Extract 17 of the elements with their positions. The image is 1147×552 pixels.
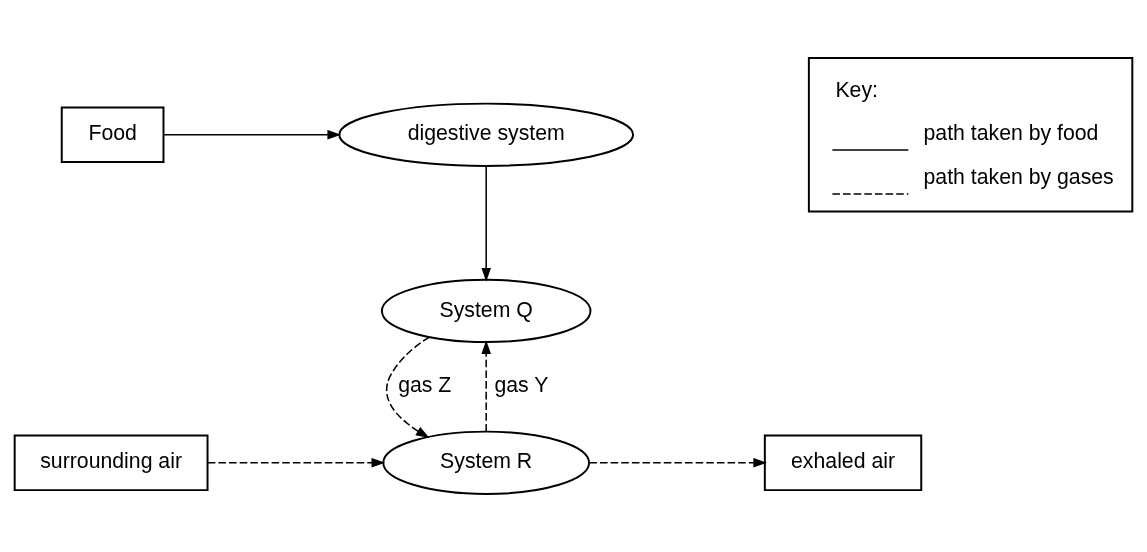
arrow — [481, 165, 491, 282]
legend-label: path taken by food — [923, 120, 1099, 145]
arrow — [385, 336, 431, 439]
node-ellipse: System R — [382, 430, 591, 495]
node-box: exhaled air — [763, 434, 923, 492]
node-box: surrounding air — [13, 434, 209, 492]
node-ellipse: digestive system — [338, 102, 635, 167]
arrow — [588, 458, 768, 468]
node-box: Food — [60, 106, 165, 164]
node-ellipse: System Q — [380, 278, 592, 344]
arrow — [207, 458, 386, 468]
label: Key: — [835, 78, 878, 103]
edge-label: gas Y — [494, 373, 548, 398]
legend-label: path taken by gases — [923, 164, 1114, 189]
edge-label: gas Z — [398, 373, 452, 398]
arrow — [481, 340, 491, 432]
arrow — [162, 129, 342, 140]
